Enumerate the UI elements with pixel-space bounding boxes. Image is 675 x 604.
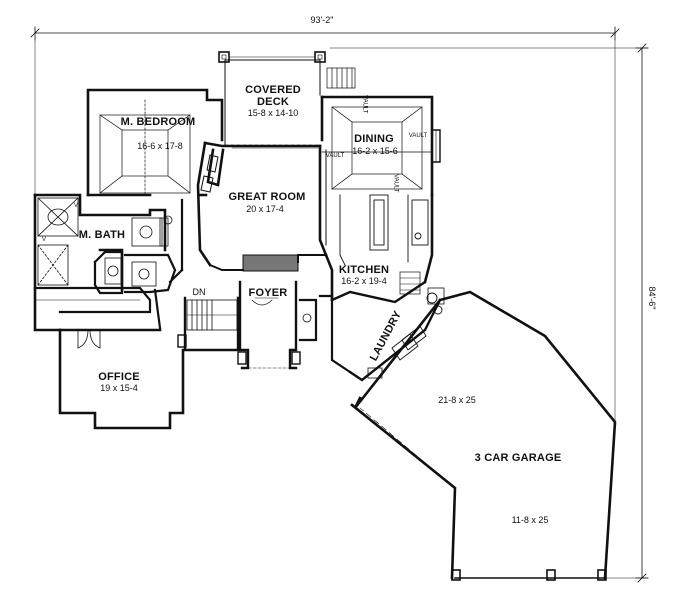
dining-window-bay [431, 129, 441, 163]
vault-label-3: VAULT [408, 133, 428, 139]
walk-in-closet [93, 215, 177, 295]
great-room-hearth [198, 248, 327, 272]
stair-down-label: DN [192, 287, 206, 297]
window-v-label-2: V [73, 203, 79, 209]
kitchen-walls [324, 193, 434, 302]
dining-name: DINING [354, 133, 394, 145]
master-bath-name: M. BATH [78, 229, 126, 241]
deck-stairs [326, 67, 356, 89]
vault-label-2: VAULT [325, 153, 345, 159]
garage-size-lower: 11-8 x 25 [511, 515, 549, 525]
office-name: OFFICE [98, 371, 140, 383]
covered-deck-size: 15-8 x 14-10 [247, 108, 299, 118]
kitchen-counters [339, 194, 429, 295]
covered-deck-name-1: COVERED [245, 84, 301, 96]
garage-entry-steps [367, 287, 445, 379]
hall-walls [33, 198, 184, 330]
laundry-walls [330, 280, 442, 382]
vault-label-1: VAULT [361, 95, 368, 114]
great-room-fireplace-and-glass [200, 147, 327, 246]
overall-depth-label: 84'-6" [646, 286, 657, 310]
stair-down [183, 296, 240, 352]
overall-depth-dimension-line [635, 43, 649, 583]
extension-lines [34, 39, 649, 579]
foyer-name: FOYER [248, 287, 288, 299]
covered-deck-name-2: DECK [257, 96, 289, 108]
powder-room [298, 294, 352, 374]
office-door [77, 329, 187, 349]
overall-width-label: 93'-2" [310, 15, 334, 25]
foyer-walls [237, 280, 301, 370]
master-bedroom-walls [86, 88, 224, 197]
dining-vaulted-ceiling [321, 106, 433, 190]
kitchen-name: KITCHEN [338, 264, 390, 276]
great-room-size: 20 x 17-4 [246, 204, 284, 214]
window-v-label-1: V [41, 237, 47, 243]
great-room-name: GREAT ROOM [228, 191, 306, 203]
master-bath-fixtures [37, 197, 169, 287]
master-bedroom-size: 16-6 x 17-8 [137, 141, 183, 151]
dining-size: 16-2 x 15-6 [352, 146, 398, 156]
garage-size-upper: 21-8 x 25 [438, 395, 476, 405]
vault-label-4: VAULT [392, 174, 399, 193]
garage-name: 3 CAR GARAGE [474, 452, 562, 464]
master-bedroom-tray-ceiling [99, 99, 191, 196]
overall-width-dimension-line [30, 26, 620, 41]
garage-side-openings [359, 291, 616, 489]
garage-door-openings [451, 569, 607, 581]
master-bedroom-name: M. BEDROOM [120, 116, 196, 128]
office-size: 19 x 15-4 [100, 383, 138, 393]
kitchen-size: 16-2 x 19-4 [341, 276, 387, 286]
office-walls [58, 328, 185, 430]
